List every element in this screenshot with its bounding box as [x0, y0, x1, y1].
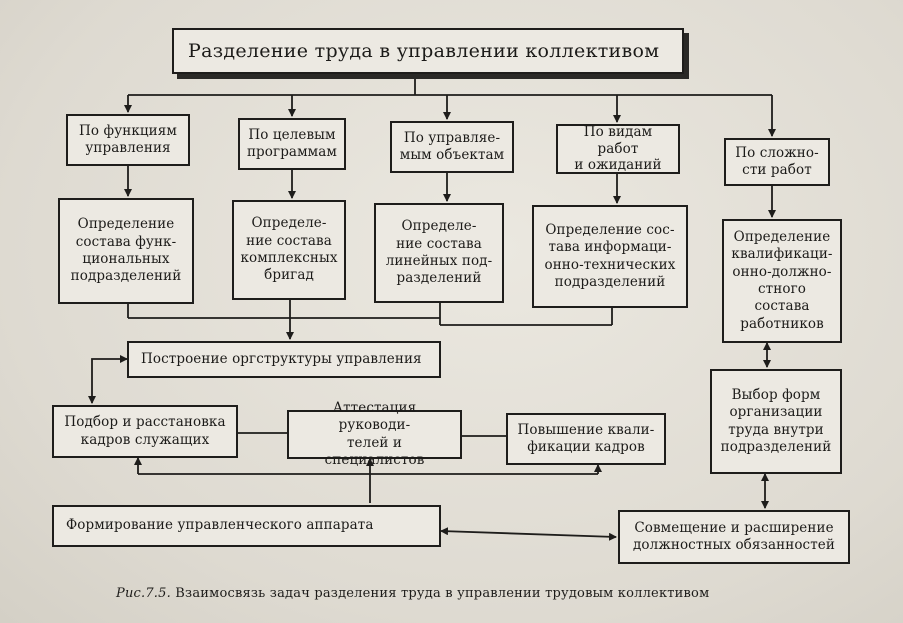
arrow-formation-combination: [440, 527, 617, 541]
figure-number: Рис.7.5.: [116, 586, 171, 601]
criterion-objects: По управляе- мым объектам: [390, 121, 514, 173]
criterion-work-types: По видам работ и ожиданий: [556, 124, 680, 174]
definition-linear-units: Определе- ние состава линейных под- разд…: [374, 203, 504, 303]
criterion-complexity: По сложно- сти работ: [724, 138, 830, 186]
criterion-programs: По целевым программам: [238, 118, 346, 170]
qualification-box: Повышение квали- фикации кадров: [506, 413, 666, 465]
criterion-functions: По функциям управления: [66, 114, 190, 166]
definition-qualification-staff: Определение квалификаци- онно-должно- ст…: [722, 219, 842, 343]
definition-functional-units: Определение состава функ- циональных под…: [58, 198, 194, 304]
figure-caption: Рис.7.5. Взаимосвязь задач разделения тр…: [116, 586, 709, 601]
selection-box: Подбор и расстановка кадров служащих: [52, 405, 238, 458]
orgstructure-box: Построение оргструктуры управления: [127, 341, 441, 378]
forms-box: Выбор форм организации труда внутри подр…: [710, 369, 842, 474]
arrow-orgstructure-selection: [88, 355, 128, 404]
figure-caption-text: Взаимосвязь задач разделения труда в упр…: [175, 586, 710, 601]
attestation-box: Аттестация руководи- телей и специалисто…: [287, 400, 462, 468]
definition-it-units: Определение сос- тава информаци- онно-те…: [532, 205, 688, 308]
diagram-title: Разделение труда в управлении коллективо…: [172, 28, 684, 74]
definition-complex-brigades: Определе- ние состава комплексных бригад: [232, 200, 346, 300]
combination-box: Совмещение и расширение должностных обяз…: [618, 510, 850, 564]
formation-box: Формирование управленческого аппарата: [52, 505, 441, 547]
